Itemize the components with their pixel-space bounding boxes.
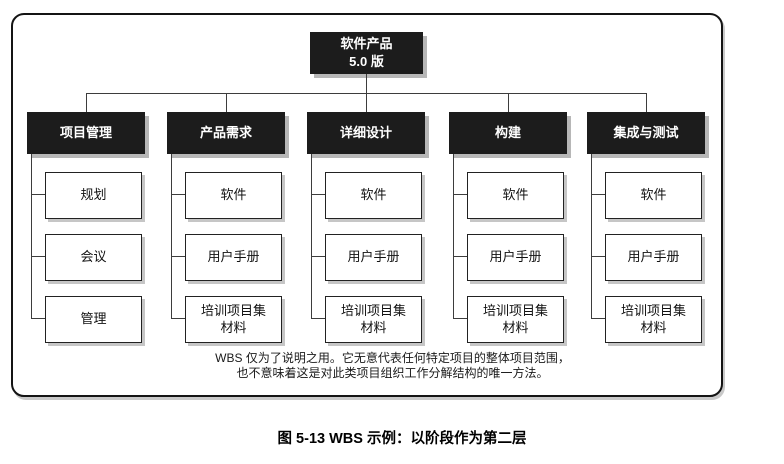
figure-caption: 图 5-13 WBS 示例：以阶段作为第二层 [277,431,527,447]
phase-column-product-requirements: 产品需求 软件 用户手册 培训项目集 材料 [167,112,285,344]
child-node: 用户手册 [325,234,422,281]
root-connector-line [366,74,367,94]
child-node: 培训项目集 材料 [605,296,702,343]
child-stub-line [311,318,325,319]
level1-stub-line [226,93,227,112]
child-stub-line [311,194,325,195]
phase-node: 项目管理 [27,112,145,154]
child-stub-line [31,256,45,257]
phase-column-integration-test: 集成与测试 软件 用户手册 培训项目集 材料 [587,112,705,344]
level1-stub-line [508,93,509,112]
child-stub-line [171,194,185,195]
child-stub-line [453,256,467,257]
child-stub-line [171,256,185,257]
disclaimer-note: WBS 仅为了说明之用。它无意代表任何特定项目的整体项目范围， 也不意味着这是对… [215,351,570,380]
child-node: 规划 [45,172,142,219]
child-stub-line [453,194,467,195]
phase-node: 详细设计 [307,112,425,154]
child-node: 软件 [185,172,282,219]
child-node: 管理 [45,296,142,343]
child-stub-line [591,256,605,257]
phase-node: 集成与测试 [587,112,705,154]
child-stub-line [311,256,325,257]
child-connector-line [171,154,172,319]
child-node: 软件 [605,172,702,219]
child-node: 培训项目集 材料 [325,296,422,343]
child-node: 用户手册 [185,234,282,281]
phase-node: 产品需求 [167,112,285,154]
child-stub-line [31,194,45,195]
child-stub-line [591,194,605,195]
child-node: 培训项目集 材料 [185,296,282,343]
level1-stub-line [366,93,367,112]
child-stub-line [591,318,605,319]
child-node: 培训项目集 材料 [467,296,564,343]
child-connector-line [31,154,32,319]
level1-stub-line [646,93,647,112]
child-node: 用户手册 [467,234,564,281]
phase-column-project-management: 项目管理 规划 会议 管理 [27,112,145,344]
child-node: 软件 [467,172,564,219]
root-node: 软件产品 5.0 版 [310,32,423,74]
child-stub-line [453,318,467,319]
child-node: 用户手册 [605,234,702,281]
child-connector-line [311,154,312,319]
child-stub-line [31,318,45,319]
phase-column-detailed-design: 详细设计 软件 用户手册 培训项目集 材料 [307,112,425,344]
phase-node: 构建 [449,112,567,154]
child-connector-line [591,154,592,319]
level1-stub-line [86,93,87,112]
child-node: 软件 [325,172,422,219]
child-stub-line [171,318,185,319]
child-node: 会议 [45,234,142,281]
phase-column-construct: 构建 软件 用户手册 培训项目集 材料 [449,112,567,344]
child-connector-line [453,154,454,319]
